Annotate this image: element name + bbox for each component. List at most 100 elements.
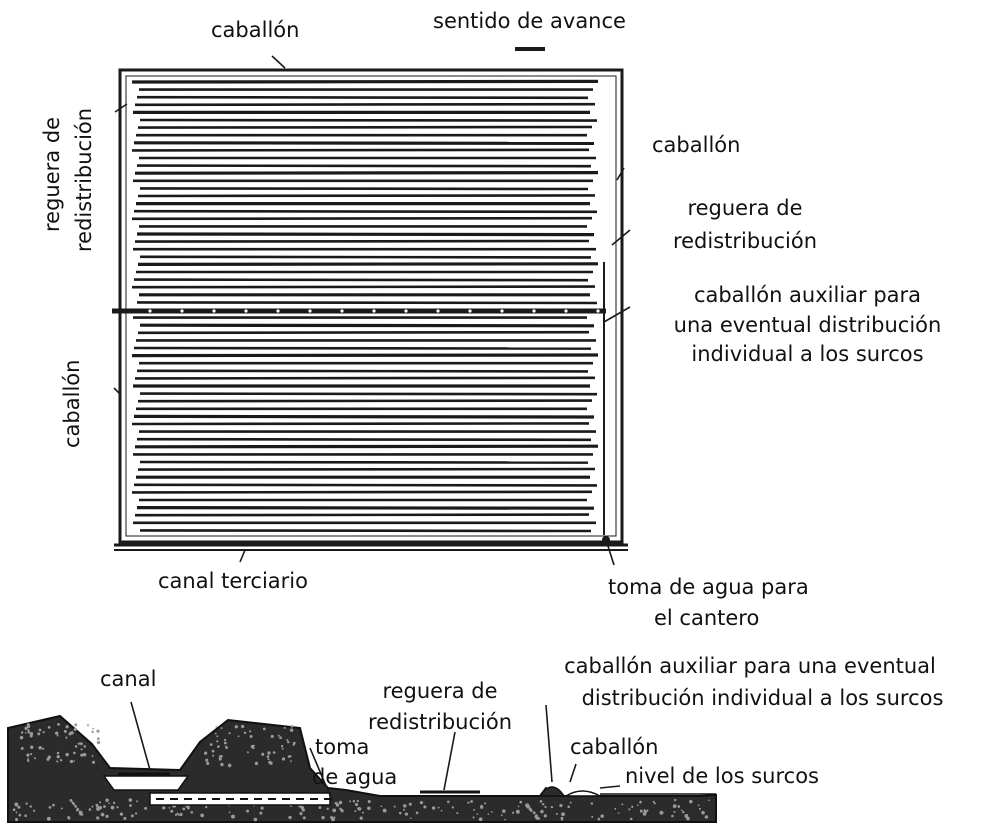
ground-speckle	[590, 802, 594, 805]
ground-speckle	[70, 731, 74, 735]
ground-speckle	[77, 742, 81, 745]
label-left-reguera-line1: reguera de	[40, 116, 64, 232]
ground-speckle	[354, 810, 357, 813]
ground-speckle	[698, 807, 702, 810]
ground-speckle	[680, 809, 683, 812]
ground-speckle	[674, 798, 677, 802]
aux-dot	[564, 309, 568, 313]
ground-speckle	[82, 752, 87, 757]
ground-speckle	[214, 732, 217, 735]
furrow-line	[136, 437, 592, 442]
ground-speckle	[74, 723, 78, 727]
ground-speckle	[177, 813, 180, 816]
ground-speckle	[261, 752, 265, 756]
ground-speckle	[393, 805, 396, 808]
aux-dot	[180, 309, 184, 313]
furrow-line	[133, 141, 595, 145]
label-auxiliar-line1: caballón auxiliar para	[693, 283, 922, 307]
ground-speckle	[617, 812, 620, 814]
ground-speckle	[504, 818, 506, 821]
label-right-reguera-line2: redistribución	[672, 229, 818, 253]
ground-speckle	[65, 736, 68, 739]
ground-speckle	[673, 810, 676, 813]
ground-speckle	[12, 808, 16, 812]
leader-toma	[606, 542, 615, 566]
leader-right-reguera	[611, 229, 631, 246]
furrow-line	[131, 353, 599, 358]
ground-speckle	[532, 811, 536, 815]
furrow-line	[139, 118, 598, 122]
furrow-line	[137, 399, 593, 403]
furrow-line	[137, 194, 596, 198]
ground-speckle	[27, 730, 31, 734]
ground-speckle	[672, 804, 677, 808]
label-section-auxiliar-line1: caballón auxiliar para una eventual	[564, 654, 936, 678]
leader-section-caballon	[569, 763, 577, 783]
ground-speckle	[105, 798, 109, 802]
ground-speckle	[302, 816, 306, 820]
ground-speckle	[69, 759, 74, 764]
ground-speckle	[431, 806, 436, 810]
ground-speckle	[268, 760, 272, 764]
ground-speckle	[677, 805, 681, 808]
ground-speckle	[567, 805, 570, 809]
leader-canal-terciario	[239, 549, 246, 563]
ground-speckle	[176, 812, 179, 815]
furrow-line	[134, 171, 599, 175]
leader-auxiliar	[603, 306, 631, 323]
ground-speckle	[30, 745, 34, 749]
ground-speckle	[223, 738, 227, 742]
ground-speckle	[591, 815, 594, 818]
ground-speckle	[382, 808, 387, 813]
ground-speckle	[91, 805, 94, 808]
ground-speckle	[47, 725, 51, 729]
ground-speckle	[237, 735, 240, 738]
ground-speckle	[515, 809, 520, 814]
ground-speckle	[526, 804, 531, 809]
ground-speckle	[398, 811, 402, 815]
ground-speckle	[472, 816, 475, 819]
ground-speckle	[56, 755, 60, 759]
ground-speckle	[288, 815, 292, 820]
ground-speckle	[123, 816, 127, 820]
ground-speckle	[300, 805, 305, 810]
furrow-line	[139, 187, 589, 191]
ground-speckle	[116, 806, 119, 809]
label-canal-terciario: canal terciario	[158, 569, 308, 593]
caballon-bump	[563, 790, 603, 797]
ground-speckle	[68, 817, 71, 820]
ground-speckle	[15, 811, 18, 814]
furrow-line	[139, 323, 595, 328]
leader-section-reguera	[443, 731, 456, 791]
ground-speckle	[241, 724, 245, 729]
ground-speckle	[105, 814, 109, 818]
ground-speckle	[246, 809, 250, 813]
ground-speckle	[52, 803, 55, 807]
ground-speckle	[73, 760, 75, 762]
ground-speckle	[92, 727, 95, 730]
leader-section-nivel	[599, 785, 621, 789]
furrow-line	[139, 392, 598, 396]
ground-speckle	[361, 811, 364, 814]
leader-top-caballon	[271, 55, 286, 69]
ground-speckle	[286, 738, 289, 742]
ground-speckle	[206, 761, 210, 766]
ground-speckle	[262, 727, 266, 731]
ground-speckle	[99, 801, 102, 804]
ground-speckle	[20, 746, 24, 750]
ground-speckle	[223, 741, 227, 745]
ground-speckle	[60, 807, 63, 810]
ground-speckle	[559, 803, 563, 808]
aux-dot	[308, 309, 312, 313]
ground-speckle	[108, 802, 110, 805]
ground-speckle	[200, 813, 204, 818]
ground-speckle	[331, 817, 335, 822]
furrow-line	[137, 262, 599, 266]
ground-speckle	[24, 814, 27, 818]
label-auxiliar-line2: una eventual distribución	[673, 313, 942, 337]
ground-speckle	[81, 813, 84, 816]
ground-speckle	[367, 800, 371, 804]
ground-speckle	[17, 805, 21, 809]
leader-section-toma	[309, 747, 333, 801]
ground-speckle	[539, 800, 543, 803]
